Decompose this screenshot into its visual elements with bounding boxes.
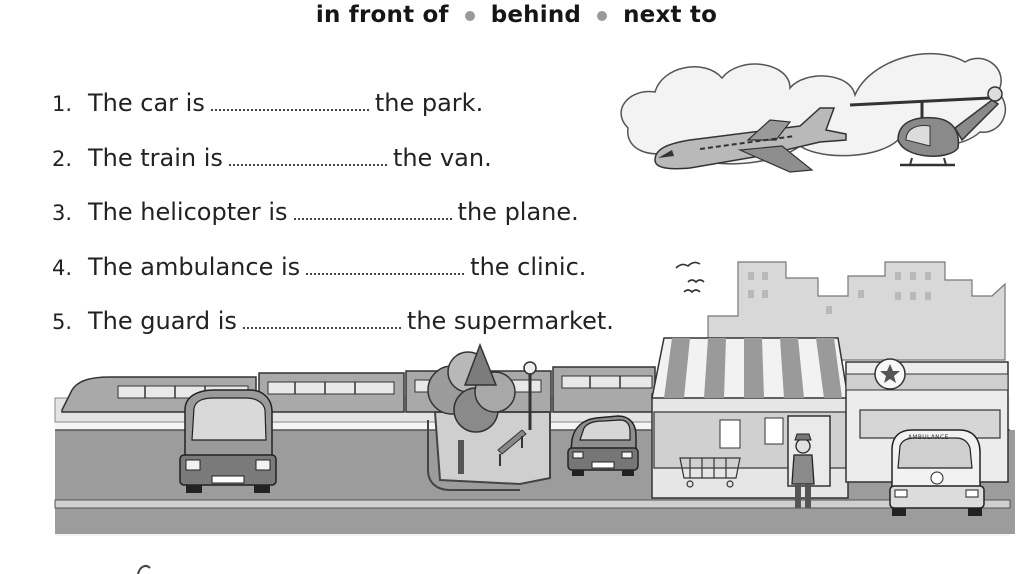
question-text-start: The train is — [88, 143, 223, 172]
word-bank: in front of behind next to — [0, 2, 1033, 28]
car-icon — [567, 415, 639, 476]
bullet-dot-icon — [464, 10, 475, 21]
question-text-start: The car is — [88, 89, 205, 117]
word-behind: behind — [490, 2, 582, 28]
question-text-end: the van. — [392, 143, 492, 172]
bullet-dot-icon — [597, 10, 608, 21]
question-number: 3. — [52, 201, 73, 225]
question-number: 4. — [52, 255, 73, 280]
plane-icon — [654, 107, 847, 173]
van-icon — [179, 389, 277, 493]
question-number: 1. — [52, 92, 73, 116]
question-text-start: The guard is — [88, 307, 237, 335]
ambulance-icon — [889, 429, 985, 516]
question-text-start: The helicopter is — [88, 198, 288, 226]
question-2: 2. The train is the van. — [52, 141, 614, 196]
guard-icon — [791, 433, 815, 508]
word-in-front-of: in front of — [315, 2, 449, 28]
question-5: 5. The guard is the supermarket. — [52, 304, 614, 359]
question-4: 4. The ambulance is the clinic. — [52, 250, 614, 305]
street-lamp-icon — [523, 361, 537, 430]
answer-blank[interactable] — [293, 204, 452, 220]
question-list: 1. The car is the park. 2. The train is the … — [52, 86, 614, 359]
birds-icon — [675, 261, 705, 294]
helicopter-icon — [849, 86, 1003, 167]
word-next-to: next to — [623, 2, 718, 28]
question-3: 3. The helicopter is the plane. — [52, 195, 614, 250]
ambulance-label: AMBULANCE — [908, 434, 949, 441]
question-1: 1. The car is the park. — [52, 86, 614, 141]
park-icon — [427, 342, 551, 491]
train-icon — [61, 366, 656, 413]
city-skyline — [707, 261, 1006, 361]
answer-blank[interactable] — [228, 150, 387, 166]
answer-blank[interactable] — [306, 259, 465, 275]
question-text-start: The ambulance is — [88, 252, 301, 281]
question-number: 5. — [52, 310, 73, 334]
bench-icon — [497, 429, 527, 466]
question-text-end: the clinic. — [470, 252, 587, 281]
pen-mark — [137, 565, 151, 574]
question-number: 2. — [52, 146, 73, 171]
question-text-end: the park. — [374, 89, 484, 117]
answer-blank[interactable] — [242, 313, 401, 329]
answer-blank[interactable] — [210, 95, 369, 111]
question-text-end: the supermarket. — [406, 307, 614, 335]
question-text-end: the plane. — [457, 198, 579, 226]
supermarket-icon — [651, 337, 849, 499]
shopping-carts-icon — [679, 457, 741, 488]
